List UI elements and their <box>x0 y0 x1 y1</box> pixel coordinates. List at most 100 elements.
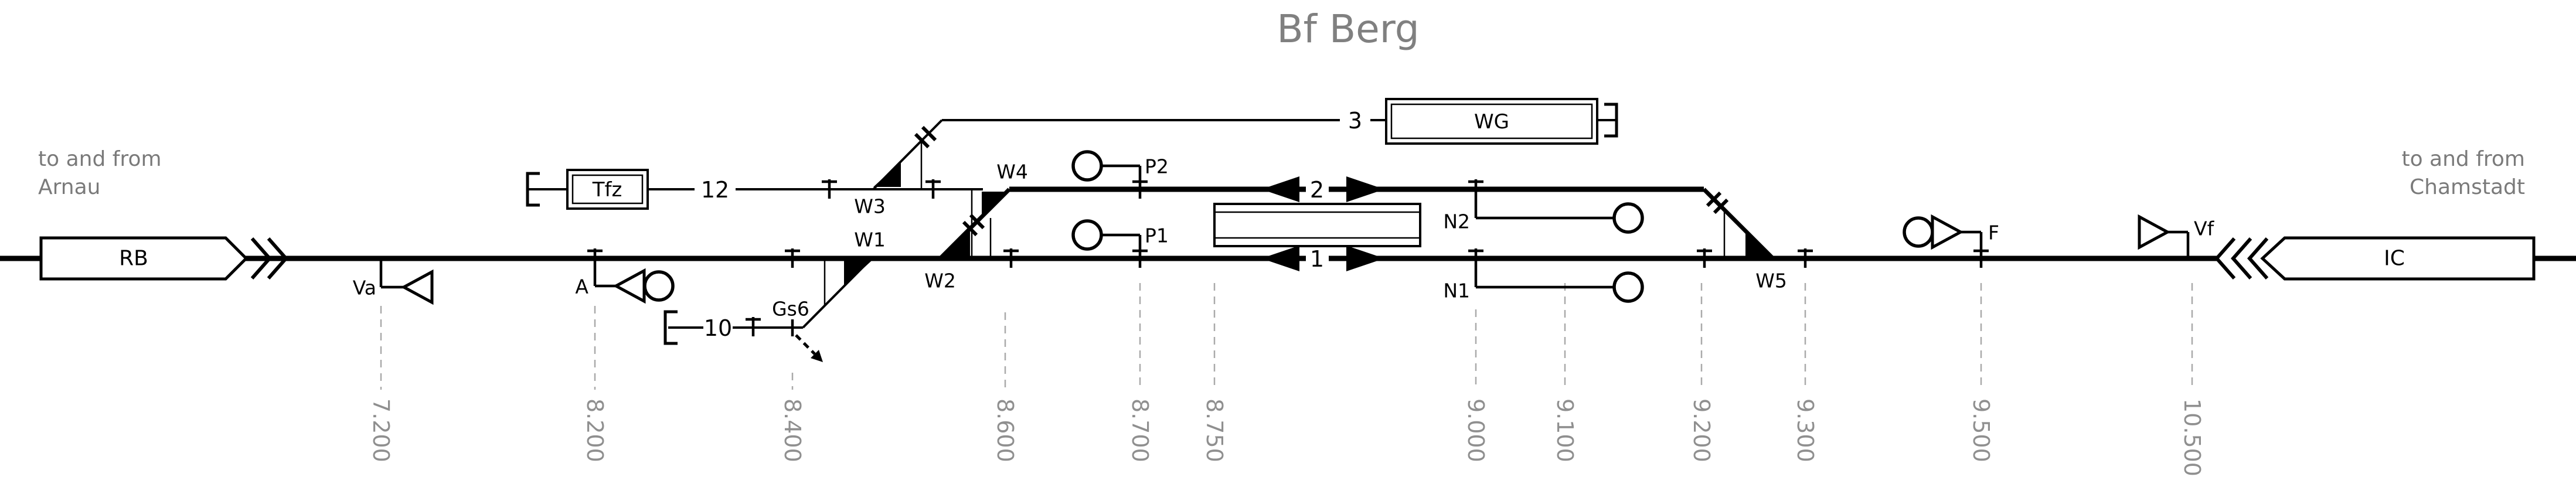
arrow-track1-right <box>1346 246 1384 271</box>
signal-n1-label: N1 <box>1443 280 1470 302</box>
direction-arrows <box>1261 176 1384 271</box>
track-1-label: 1 <box>1310 246 1324 272</box>
buffer-stops <box>526 103 1618 345</box>
km-label: 8.750 <box>1202 398 1227 462</box>
approach-right-line1: to and from <box>2401 147 2525 171</box>
km-label: 8.200 <box>582 398 608 462</box>
station-title: Bf Berg <box>1277 6 1419 52</box>
signal-n2-main-circle-icon <box>1612 202 1644 234</box>
km-label: 9.100 <box>1552 398 1578 462</box>
approach-label-left: to and from Arnau <box>38 147 162 199</box>
joint-mark-w3-b <box>921 125 937 142</box>
signal-f-label: F <box>1988 222 1999 244</box>
joint-mark-w2-b <box>969 213 985 230</box>
train-rb-label: RB <box>119 247 148 271</box>
signal-p1: P1 <box>1071 219 1169 268</box>
wg-box-inner <box>1390 103 1593 139</box>
track-number-labels: 1 2 3 10 12 <box>701 108 1362 341</box>
tfz-box-label: Tfz <box>592 178 622 202</box>
switch-w1-wedge <box>844 261 872 286</box>
signal-p2: P2 <box>1071 150 1169 199</box>
tick-track1-8400 <box>785 248 800 268</box>
tick-track10 <box>746 317 761 336</box>
km-label: 9.200 <box>1689 398 1714 462</box>
arrow-track1-left <box>1261 246 1299 271</box>
signal-a-main-circle-icon <box>643 270 675 302</box>
km-label: 9.300 <box>1792 398 1818 462</box>
km-label: 9.000 <box>1463 398 1489 462</box>
switch-labels: W1 W2 W3 W4 W5 <box>854 161 1787 292</box>
derailer-gs6: Gs6 <box>772 298 823 362</box>
arrow-track2-right <box>1346 176 1384 202</box>
km-label: 10.500 <box>2179 398 2205 476</box>
track-10-label: 10 <box>704 315 732 341</box>
signal-n2-label: N2 <box>1443 210 1470 233</box>
train-ic-chevron-1 <box>2214 237 2236 280</box>
signal-va-label: Va <box>353 277 376 299</box>
switch-w5-label: W5 <box>1755 270 1787 292</box>
train-rb: RB <box>39 236 289 281</box>
signal-n1-main-circle-icon <box>1612 271 1644 303</box>
signal-va-distant-triangle-icon <box>400 269 434 305</box>
signal-p2-main-circle-icon <box>1071 150 1103 182</box>
approach-right-line2: Chamstadt <box>2410 175 2525 199</box>
joint-mark-w5-a <box>1706 191 1722 207</box>
derailer-gs6-dashed-arrow <box>795 334 816 355</box>
wg-box-outer <box>1385 98 1598 145</box>
signal-a-label: A <box>575 275 588 298</box>
track-12-label: 12 <box>701 177 729 203</box>
tick-track12-b <box>925 179 941 199</box>
joint-mark-w5-b <box>1713 198 1729 214</box>
platform <box>1213 203 1421 247</box>
switch-w4-wedge <box>982 192 1009 218</box>
signal-n1: N1 <box>1443 248 1644 303</box>
train-ic-label: IC <box>2384 247 2405 271</box>
train-rb-body <box>39 236 249 281</box>
joint-mark-w3-a <box>914 132 930 149</box>
tick-track1-w2 <box>1003 248 1019 268</box>
derailer-gs6-label: Gs6 <box>772 298 809 321</box>
platform-outline <box>1213 203 1421 247</box>
switch-w3-label: W3 <box>854 195 886 218</box>
track-2-label: 2 <box>1310 177 1324 203</box>
signal-a: A <box>575 248 675 304</box>
train-rb-chevron-2 <box>267 237 289 280</box>
km-label: 8.700 <box>1127 398 1153 462</box>
km-ruler-labels: 7.200 8.200 8.400 8.600 8.700 8.750 9.00… <box>368 398 2205 476</box>
tick-track1-w5 <box>1697 248 1712 268</box>
signal-n2: N2 <box>1443 179 1644 234</box>
train-ic: IC <box>2214 236 2536 281</box>
approach-label-right: to and from Chamstadt <box>2401 147 2525 199</box>
signal-vf-label: Vf <box>2194 217 2215 240</box>
signal-f: F <box>1903 214 1999 268</box>
tick-track12-a <box>822 179 837 199</box>
km-label: 9.500 <box>1968 398 1994 462</box>
signal-p1-main-circle-icon <box>1071 219 1103 251</box>
arrow-track2-left <box>1261 176 1299 202</box>
tfz-unit-box: Tfz <box>566 169 649 210</box>
derailer-gs6-arrowhead-icon <box>811 350 823 362</box>
km-label: 7.200 <box>368 398 394 462</box>
switch-w1-label: W1 <box>854 229 886 251</box>
signal-vf-distant-triangle-icon <box>2138 214 2171 250</box>
train-rb-chevron-1 <box>250 237 273 280</box>
train-ic-chevron-3 <box>2247 237 2269 280</box>
buffer-stop-track10 <box>663 310 678 345</box>
switch-w2-wedge <box>942 229 970 256</box>
switch-wedges <box>844 162 1773 286</box>
approach-left-line1: to and from <box>38 147 162 171</box>
switch-w3-wedge <box>873 162 901 187</box>
tfz-box-outer <box>566 169 649 210</box>
tfz-box-inner <box>571 174 644 205</box>
signal-p1-label: P1 <box>1145 224 1169 247</box>
buffer-stop-track3 <box>1604 103 1618 138</box>
signal-va: Va <box>353 261 434 305</box>
signal-f-main-circle-icon <box>1903 216 1934 248</box>
insulated-joint-marks <box>914 125 1729 237</box>
signal-p2-label: P2 <box>1145 155 1169 178</box>
signal-f-distant-triangle-icon <box>1931 214 1964 250</box>
tick-track1-9300 <box>1798 248 1813 268</box>
approach-left-line2: Arnau <box>38 175 101 199</box>
buffer-stop-track12 <box>526 172 540 207</box>
